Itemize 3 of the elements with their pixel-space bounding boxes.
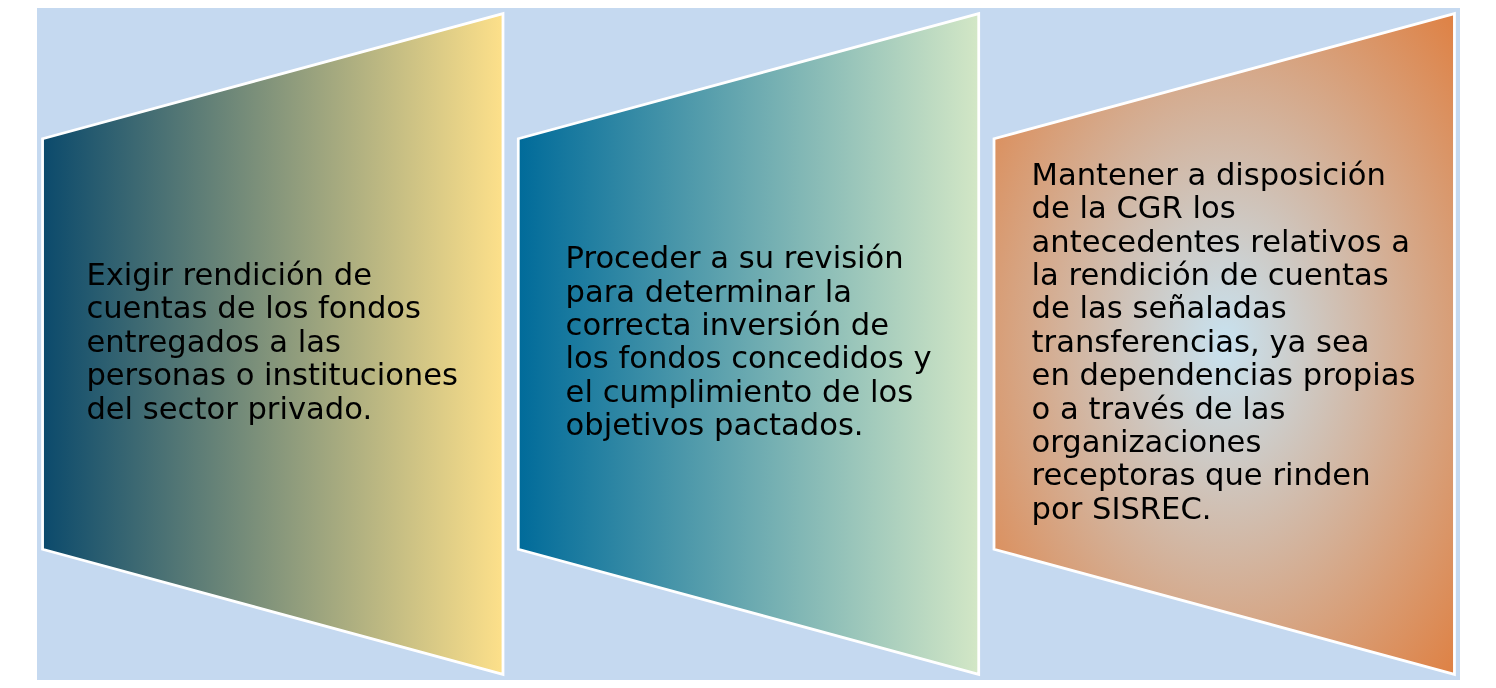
node-box: Mantener a disposición de la CGR los antecedentes relativos a la rendición de cuentas de las señaladas transferencias, ya sea en dependencias propias o a través de las organizaciones receptoras que rinden por SISREC.	[992, 11, 1456, 677]
node-box: Proceder a su revisión para determinar la correcta inversión de los fondos concedidos y el cumplimiento de los objetivos pactados.	[516, 11, 980, 677]
node-box: Exigir rendición de cuentas de los fondos entregados a las personas o instituciones del sector privado.	[40, 11, 504, 677]
